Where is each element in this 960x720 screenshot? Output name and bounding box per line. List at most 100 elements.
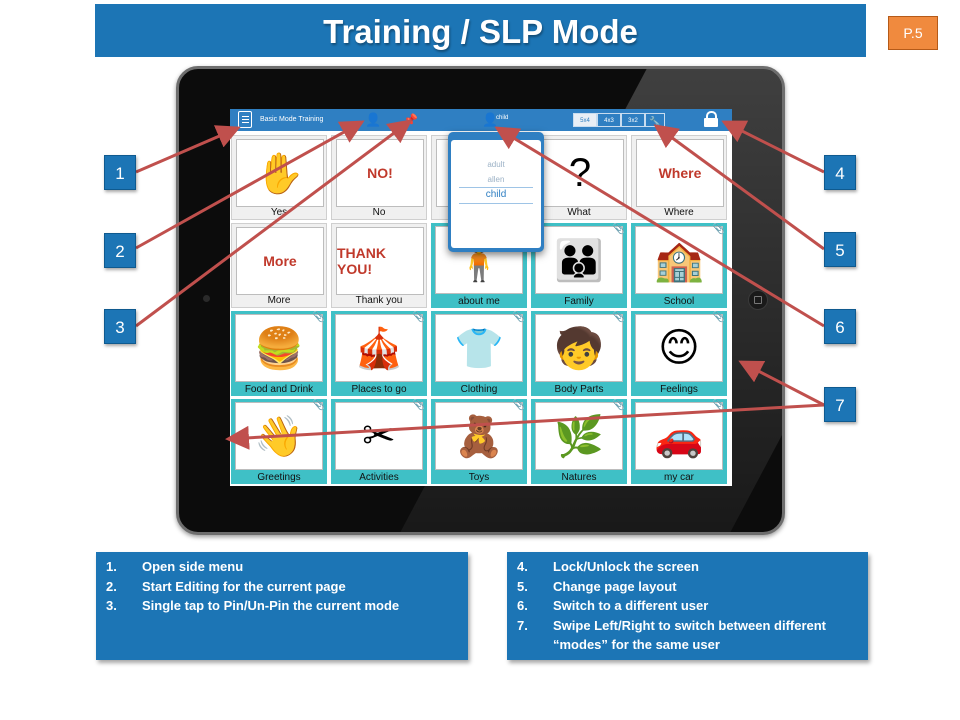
tile-label: More [267, 295, 291, 306]
legend-item-7: 7.Swipe Left/Right to switch between dif… [517, 617, 827, 653]
user-option-allen[interactable]: allen [487, 175, 505, 184]
places-icon: 🎪 [335, 314, 423, 382]
home-button[interactable] [748, 290, 768, 310]
nature-icon: 🌿 [535, 402, 623, 470]
symbol-tile[interactable]: 🧸📎 Toys [431, 399, 527, 484]
layout-5x4-button[interactable]: 5x4 [573, 113, 597, 127]
mode-label: Basic Mode Training [260, 116, 324, 123]
arrow-5 [653, 124, 825, 251]
layout-4x3-button[interactable]: 4x3 [597, 113, 621, 127]
callout-4: 4 [824, 155, 856, 190]
symbol-tile[interactable]: 👪📎 Family [531, 223, 627, 308]
lock-icon[interactable] [704, 111, 718, 127]
paperclip-icon: 📎 [512, 312, 525, 323]
selection-line [459, 203, 533, 204]
tile-label: Activities [359, 472, 399, 483]
arrow-3 [135, 119, 413, 328]
tile-label: Body Parts [554, 384, 604, 395]
user-option-adult[interactable]: adult [487, 160, 505, 169]
callout-7: 7 [824, 387, 856, 422]
tile-label: Feelings [660, 384, 698, 395]
paperclip-icon: 📎 [312, 312, 325, 323]
symbol-tile[interactable]: THANK YOU!Thank you [331, 223, 427, 308]
tile-label: Thank you [355, 295, 403, 306]
tile-label: Toys [468, 472, 490, 483]
tile-label: Natures [561, 472, 597, 483]
tile-label: Yes [270, 207, 288, 218]
layout-3x2-button[interactable]: 3x2 [621, 113, 645, 127]
thank-you-bear-icon: THANK YOU! [336, 227, 424, 295]
legend-item-1: 1.Open side menu [106, 559, 244, 574]
paperclip-icon: 📎 [412, 312, 425, 323]
paperclip-icon: 📎 [312, 400, 325, 411]
food-icon: 🍔 [235, 314, 323, 382]
side-menu-icon[interactable] [238, 111, 252, 128]
paperclip-icon: 📎 [612, 224, 625, 235]
paperclip-icon: 📎 [712, 312, 725, 323]
legend-left: 1.Open side menu 2.Start Editing for the… [96, 552, 468, 660]
symbol-tile[interactable]: NO!No [331, 135, 427, 220]
tile-label: What [567, 207, 591, 218]
tile-label: Where [664, 207, 694, 218]
paperclip-icon: 📎 [612, 312, 625, 323]
paperclip-icon: 📎 [712, 224, 725, 235]
tile-label: Clothing [460, 384, 498, 395]
legend-right: 4.Lock/Unlock the screen 5.Change page l… [507, 552, 868, 660]
arrow-1 [135, 125, 241, 174]
switch-user-icon[interactable]: 👤 [482, 112, 499, 127]
symbol-tile[interactable]: 🌿📎 Natures [531, 399, 627, 484]
camera-icon [203, 295, 210, 302]
car-icon: 🚗 [635, 402, 723, 470]
edit-user-icon[interactable]: 👤 [365, 112, 382, 127]
family-icon: 👪 [535, 226, 623, 294]
page-number-badge: P.5 [888, 16, 938, 50]
paperclip-icon: 📎 [712, 400, 725, 411]
arrow-6 [494, 126, 825, 328]
activities-icon: ✂ [335, 402, 423, 470]
user-option-child[interactable]: child [485, 189, 507, 200]
user-switch-popup: adult allen child [448, 132, 544, 252]
callout-3: 3 [104, 309, 136, 344]
faces-icon: 😊 [635, 314, 723, 382]
symbol-tile[interactable]: 😊📎 Feelings [631, 311, 727, 396]
no-speech-burst-icon: NO! [336, 139, 424, 207]
toys-icon: 🧸 [435, 402, 523, 470]
symbol-tile[interactable]: 🎪📎 Places to go [331, 311, 427, 396]
callout-5: 5 [824, 232, 856, 267]
paperclip-icon: 📎 [412, 400, 425, 411]
callout-1: 1 [104, 155, 136, 190]
page-title: Training / SLP Mode [95, 4, 866, 57]
arrow-7b [225, 403, 825, 450]
legend-item-3: 3.Single tap to Pin/Un-Pin the current m… [106, 598, 400, 613]
callout-2: 2 [104, 233, 136, 268]
tile-label: Places to go [351, 384, 407, 395]
tile-label: No [372, 207, 386, 218]
body-icon: 🧒 [535, 314, 623, 382]
symbol-tile[interactable]: 👕📎 Clothing [431, 311, 527, 396]
legend-item-5: 5.Change page layout [517, 578, 677, 594]
legend-item-6: 6.Switch to a different user [517, 598, 709, 613]
legend-item-2: 2.Start Editing for the current page [106, 578, 346, 594]
symbol-tile[interactable]: ✂📎 Activities [331, 399, 427, 484]
tile-label: Food and Drink [244, 384, 314, 395]
paperclip-icon: 📎 [612, 400, 625, 411]
symbol-tile[interactable]: 🍔📎 Food and Drink [231, 311, 327, 396]
arrow-7a [738, 360, 825, 407]
tile-label: Greetings [257, 472, 301, 483]
tile-label: Family [564, 296, 594, 307]
tile-label: School [663, 296, 695, 307]
arrow-4 [721, 120, 825, 174]
selection-line [459, 187, 533, 188]
symbol-tile[interactable]: 🧒📎 Body Parts [531, 311, 627, 396]
clothing-icon: 👕 [435, 314, 523, 382]
arrow-2 [135, 120, 365, 250]
tile-label: my car [664, 472, 694, 483]
current-user-label[interactable]: child [496, 115, 509, 121]
footprint-icon: Where [636, 139, 724, 207]
paperclip-icon: 📎 [512, 400, 525, 411]
cup-icon: More [236, 227, 324, 295]
callout-6: 6 [824, 309, 856, 344]
